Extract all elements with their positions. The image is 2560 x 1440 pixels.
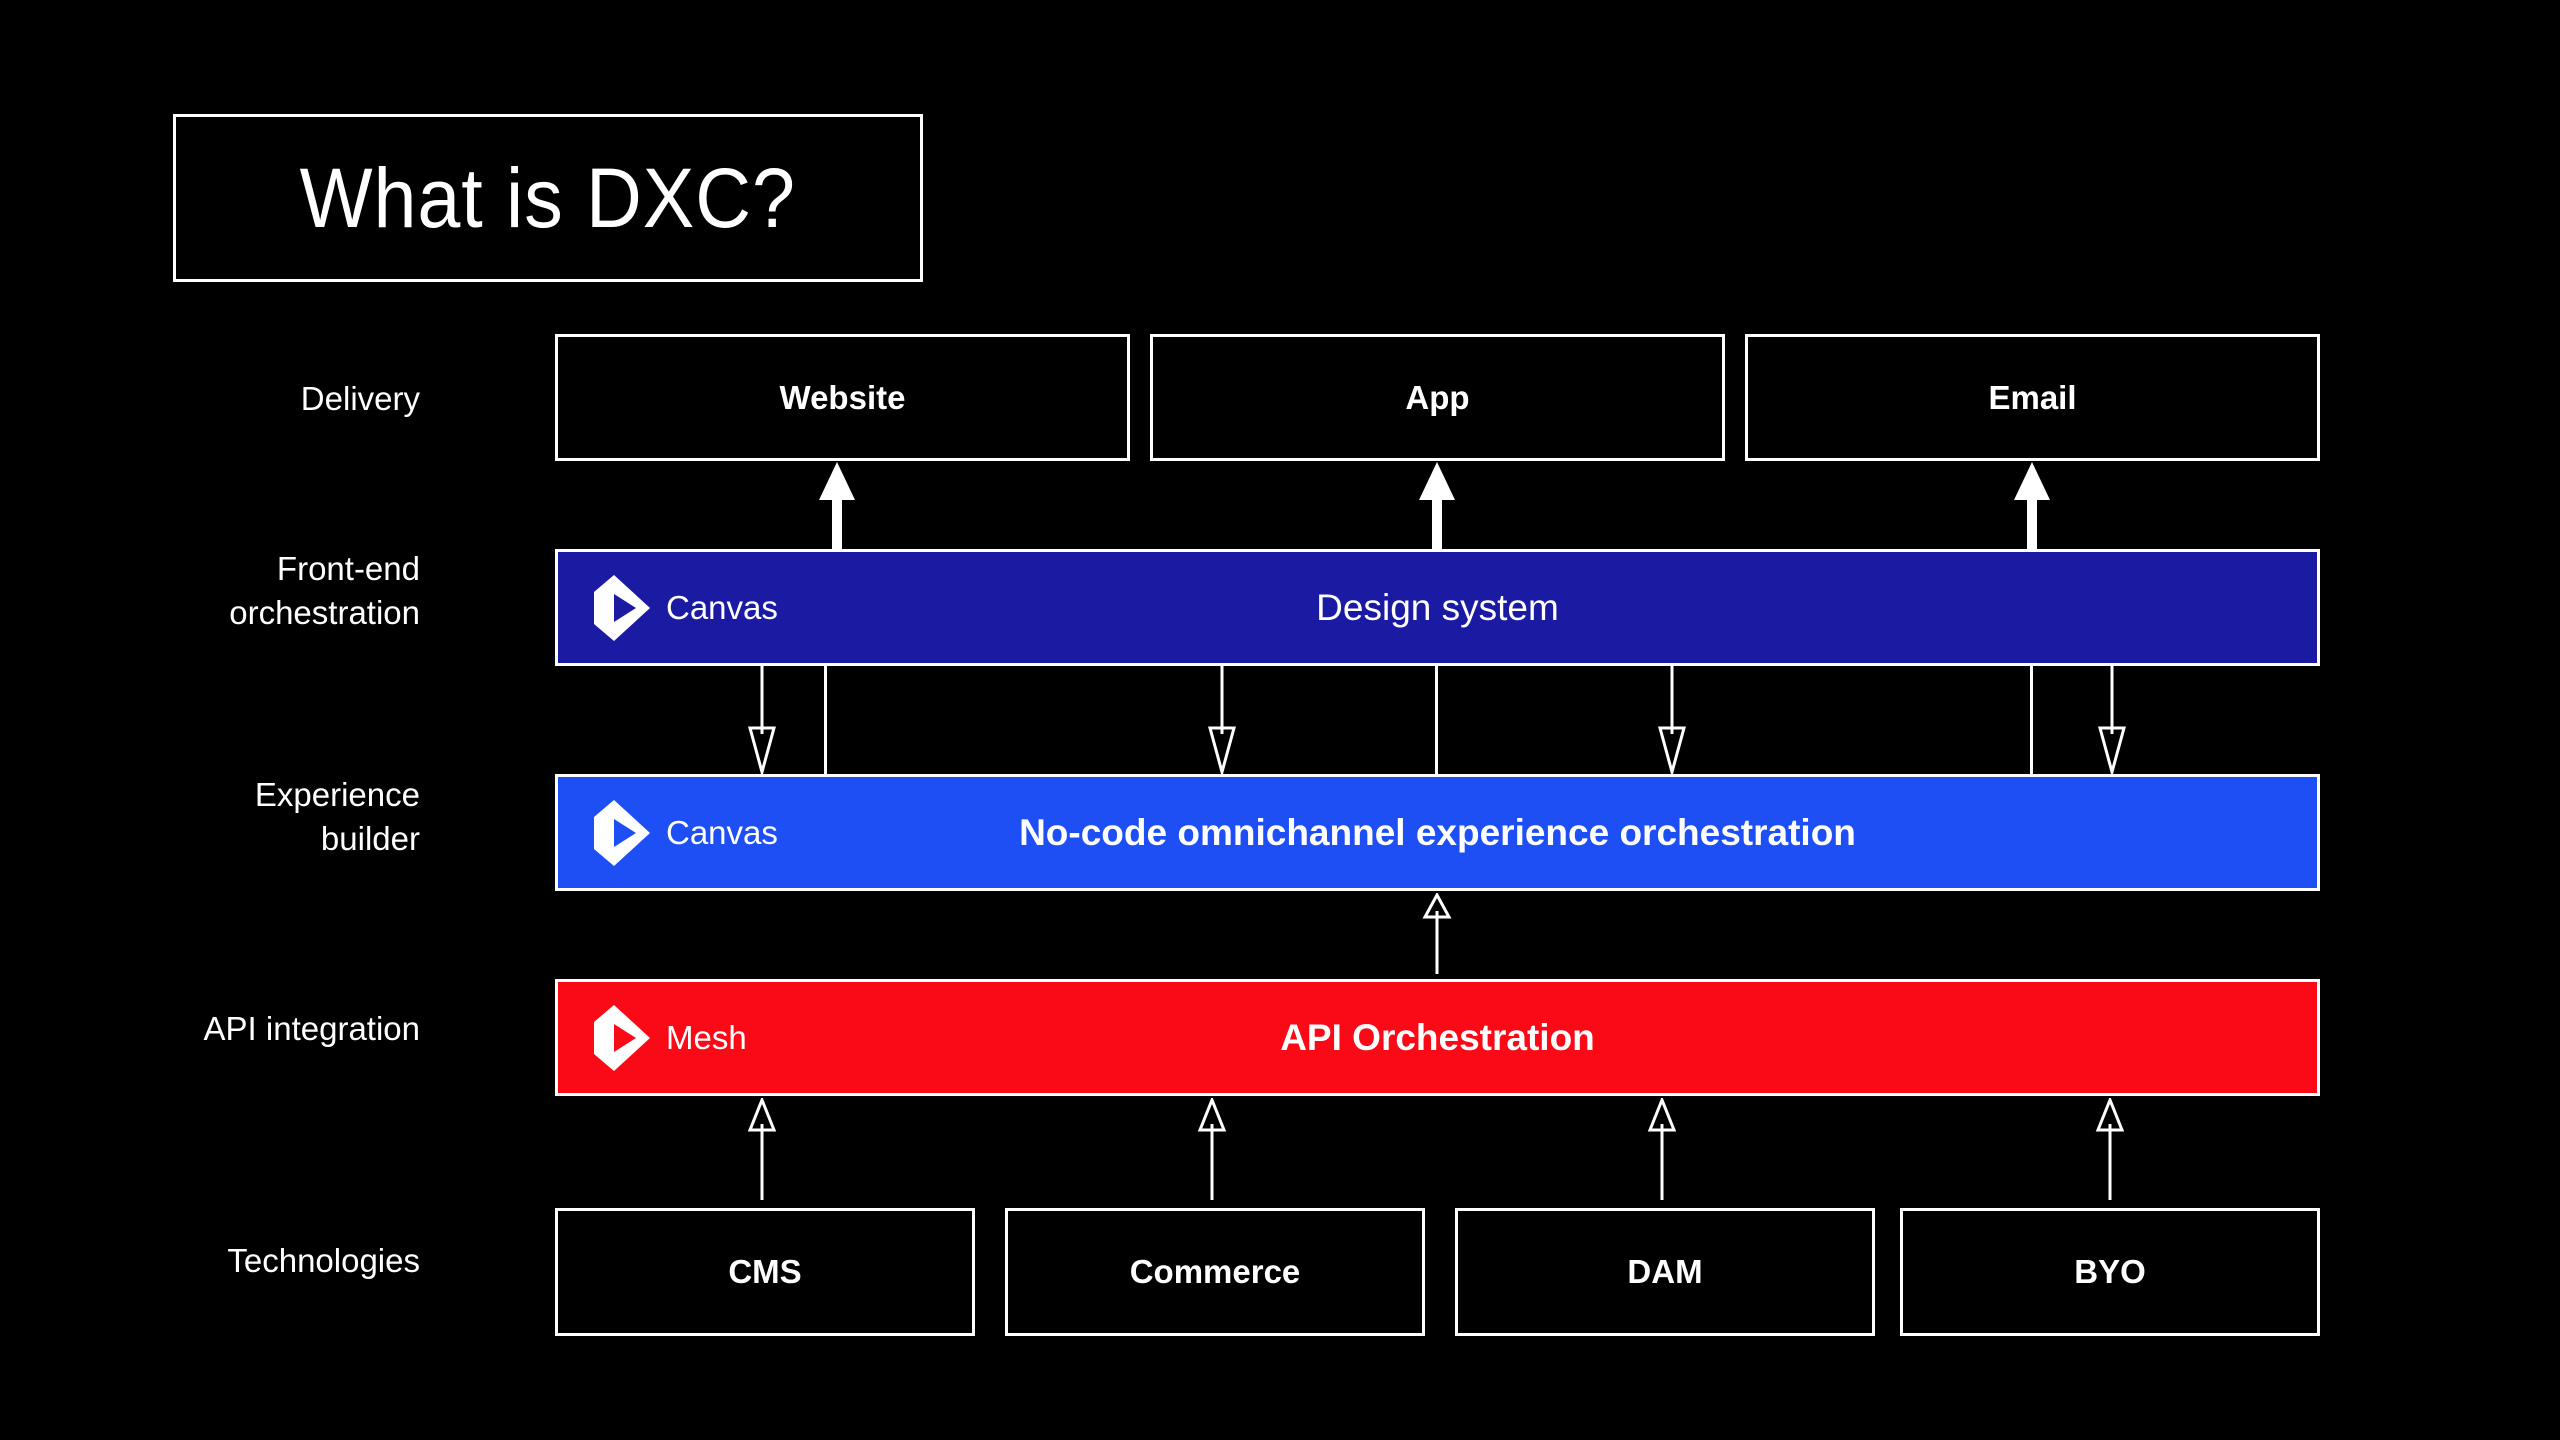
card-label: App bbox=[1405, 378, 1470, 416]
row-label-experience-builder: Experience builder bbox=[254, 776, 420, 857]
bar-experience-builder[interactable]: Canvas No-code omnichannel experience or… bbox=[555, 774, 2320, 891]
card-cms[interactable]: CMS bbox=[555, 1208, 975, 1336]
arrow-up-hollow-experience bbox=[1422, 893, 1452, 974]
arrow-down-hollow-4 bbox=[2098, 666, 2126, 774]
bar-center-experience: No-code omnichannel experience orchestra… bbox=[558, 812, 2317, 854]
card-label: DAM bbox=[1627, 1253, 1703, 1290]
card-commerce[interactable]: Commerce bbox=[1005, 1208, 1425, 1336]
arrow-up-hollow-cms bbox=[747, 1098, 777, 1200]
bar-api-integration[interactable]: Mesh API Orchestration bbox=[555, 979, 2320, 1096]
row-label-technologies: Technologies bbox=[227, 1242, 420, 1279]
card-dam[interactable]: DAM bbox=[1455, 1208, 1875, 1336]
divider-line-1 bbox=[824, 666, 827, 776]
arrow-up-solid-app bbox=[1419, 462, 1455, 550]
brand-mesh: Mesh bbox=[594, 1004, 747, 1071]
title-box: What is DXC? bbox=[173, 114, 923, 282]
brand-canvas-frontend: Canvas bbox=[594, 574, 778, 641]
card-website[interactable]: Website bbox=[555, 334, 1130, 461]
arrow-down-hollow-1 bbox=[748, 666, 776, 774]
row-label-api-integration: API integration bbox=[203, 1010, 420, 1047]
bar-center-label: Design system bbox=[1316, 586, 1559, 628]
arrow-down-hollow-2 bbox=[1208, 666, 1236, 774]
arrow-up-hollow-commerce bbox=[1197, 1098, 1227, 1200]
bar-center-frontend: Design system bbox=[558, 587, 2317, 629]
arrow-up-solid-website bbox=[819, 462, 855, 550]
brand-name: Canvas bbox=[666, 813, 778, 851]
bar-center-label: No-code omnichannel experience orchestra… bbox=[1019, 811, 1856, 853]
card-label: Website bbox=[779, 378, 906, 416]
bar-center-api: API Orchestration bbox=[558, 1017, 2317, 1059]
page-title: What is DXC? bbox=[299, 151, 797, 245]
arrow-up-hollow-byo bbox=[2095, 1098, 2125, 1200]
card-email[interactable]: Email bbox=[1745, 334, 2320, 461]
arrow-up-solid-email bbox=[2014, 462, 2050, 550]
brand-canvas-experience: Canvas bbox=[594, 799, 778, 866]
card-app[interactable]: App bbox=[1150, 334, 1725, 461]
canvas-play-hexagon-icon bbox=[594, 799, 650, 866]
bar-frontend-orchestration[interactable]: Canvas Design system bbox=[555, 549, 2320, 666]
canvas-play-hexagon-icon bbox=[594, 574, 650, 641]
divider-line-2 bbox=[1435, 666, 1438, 776]
mesh-play-hexagon-icon bbox=[594, 1004, 650, 1071]
arrow-up-hollow-dam bbox=[1647, 1098, 1677, 1200]
card-label: BYO bbox=[2074, 1253, 2146, 1290]
row-label-delivery: Delivery bbox=[300, 380, 420, 417]
bar-center-label: API Orchestration bbox=[1280, 1016, 1595, 1058]
row-label-frontend-orchestration: Front-end orchestration bbox=[229, 550, 420, 631]
card-label: Email bbox=[1988, 378, 2077, 416]
brand-name: Mesh bbox=[666, 1018, 747, 1056]
arrow-down-hollow-3 bbox=[1658, 666, 1686, 774]
card-label: CMS bbox=[728, 1253, 802, 1290]
divider-line-3 bbox=[2030, 666, 2033, 776]
card-byo[interactable]: BYO bbox=[1900, 1208, 2320, 1336]
card-label: Commerce bbox=[1129, 1253, 1301, 1290]
brand-name: Canvas bbox=[666, 588, 778, 626]
